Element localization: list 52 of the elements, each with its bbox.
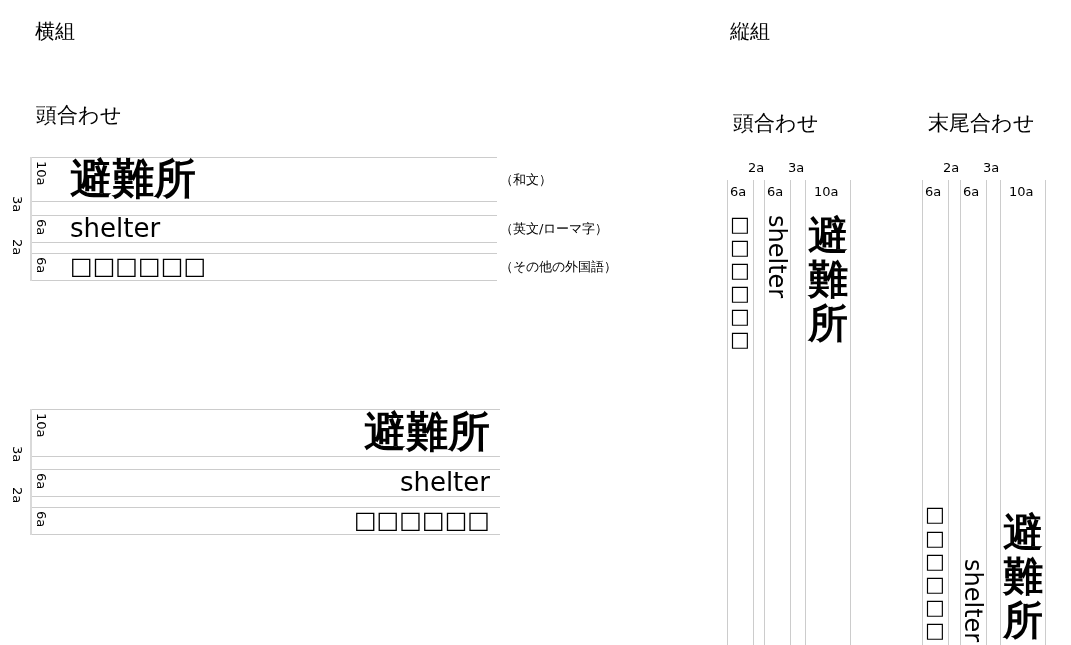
- sample-text: □□□□□□: [353, 506, 490, 534]
- subheading: 頭合わせ: [733, 112, 819, 136]
- type-column: [727, 180, 754, 645]
- size-label: 6a: [35, 219, 48, 236]
- type-column: [960, 180, 987, 645]
- heading: 横組: [35, 20, 75, 42]
- sample-text: □□□□□□: [924, 503, 946, 642]
- gap-label: 3a: [983, 161, 1000, 176]
- type-band: [32, 157, 497, 202]
- size-label: 6a: [767, 185, 784, 198]
- size-label: 10a: [814, 185, 839, 198]
- type-column: [805, 180, 851, 645]
- gap-label: 2a: [748, 161, 765, 176]
- note-text: （和文）: [500, 170, 552, 189]
- sample-text: 避難所: [807, 213, 848, 345]
- subheading: 頭合わせ: [36, 104, 122, 128]
- gap-label: 3a: [9, 446, 24, 463]
- size-label: 6a: [35, 257, 48, 274]
- sample-text: shelter: [765, 215, 789, 299]
- sample-text: □□□□□□: [729, 213, 751, 352]
- size-label: 6a: [963, 185, 980, 198]
- size-label: 10a: [35, 413, 48, 438]
- gap-label: 2a: [9, 487, 24, 504]
- sample-text: □□□□□□: [70, 252, 207, 280]
- gap-label: 2a: [943, 161, 960, 176]
- sample-text: shelter: [70, 214, 161, 242]
- size-label: 6a: [35, 473, 48, 490]
- size-label: 6a: [730, 185, 747, 198]
- sample-text: 避難所: [70, 156, 196, 201]
- type-band: [32, 469, 500, 497]
- type-column: [1000, 180, 1046, 645]
- size-label: 6a: [35, 511, 48, 528]
- size-label: 10a: [35, 161, 48, 186]
- type-band: [32, 409, 500, 457]
- type-band: [32, 507, 500, 535]
- sample-text: 避難所: [1002, 510, 1043, 642]
- size-label: 10a: [1009, 185, 1034, 198]
- gap-label: 2a: [9, 239, 24, 256]
- gap-label: 3a: [788, 161, 805, 176]
- sample-text: shelter: [961, 559, 985, 643]
- heading: 縦組: [730, 20, 770, 42]
- sample-text: 避難所: [364, 408, 490, 456]
- type-column: [922, 180, 949, 645]
- type-band: [32, 253, 497, 281]
- size-label: 6a: [925, 185, 942, 198]
- subheading: 末尾合わせ: [928, 112, 1035, 136]
- note-text: （英文/ローマ字）: [500, 220, 609, 238]
- sample-text: shelter: [399, 468, 490, 496]
- type-band: [32, 215, 497, 243]
- note-text: （その他の外国語）: [500, 258, 617, 276]
- gap-label: 3a: [9, 196, 24, 213]
- type-column: [764, 180, 791, 645]
